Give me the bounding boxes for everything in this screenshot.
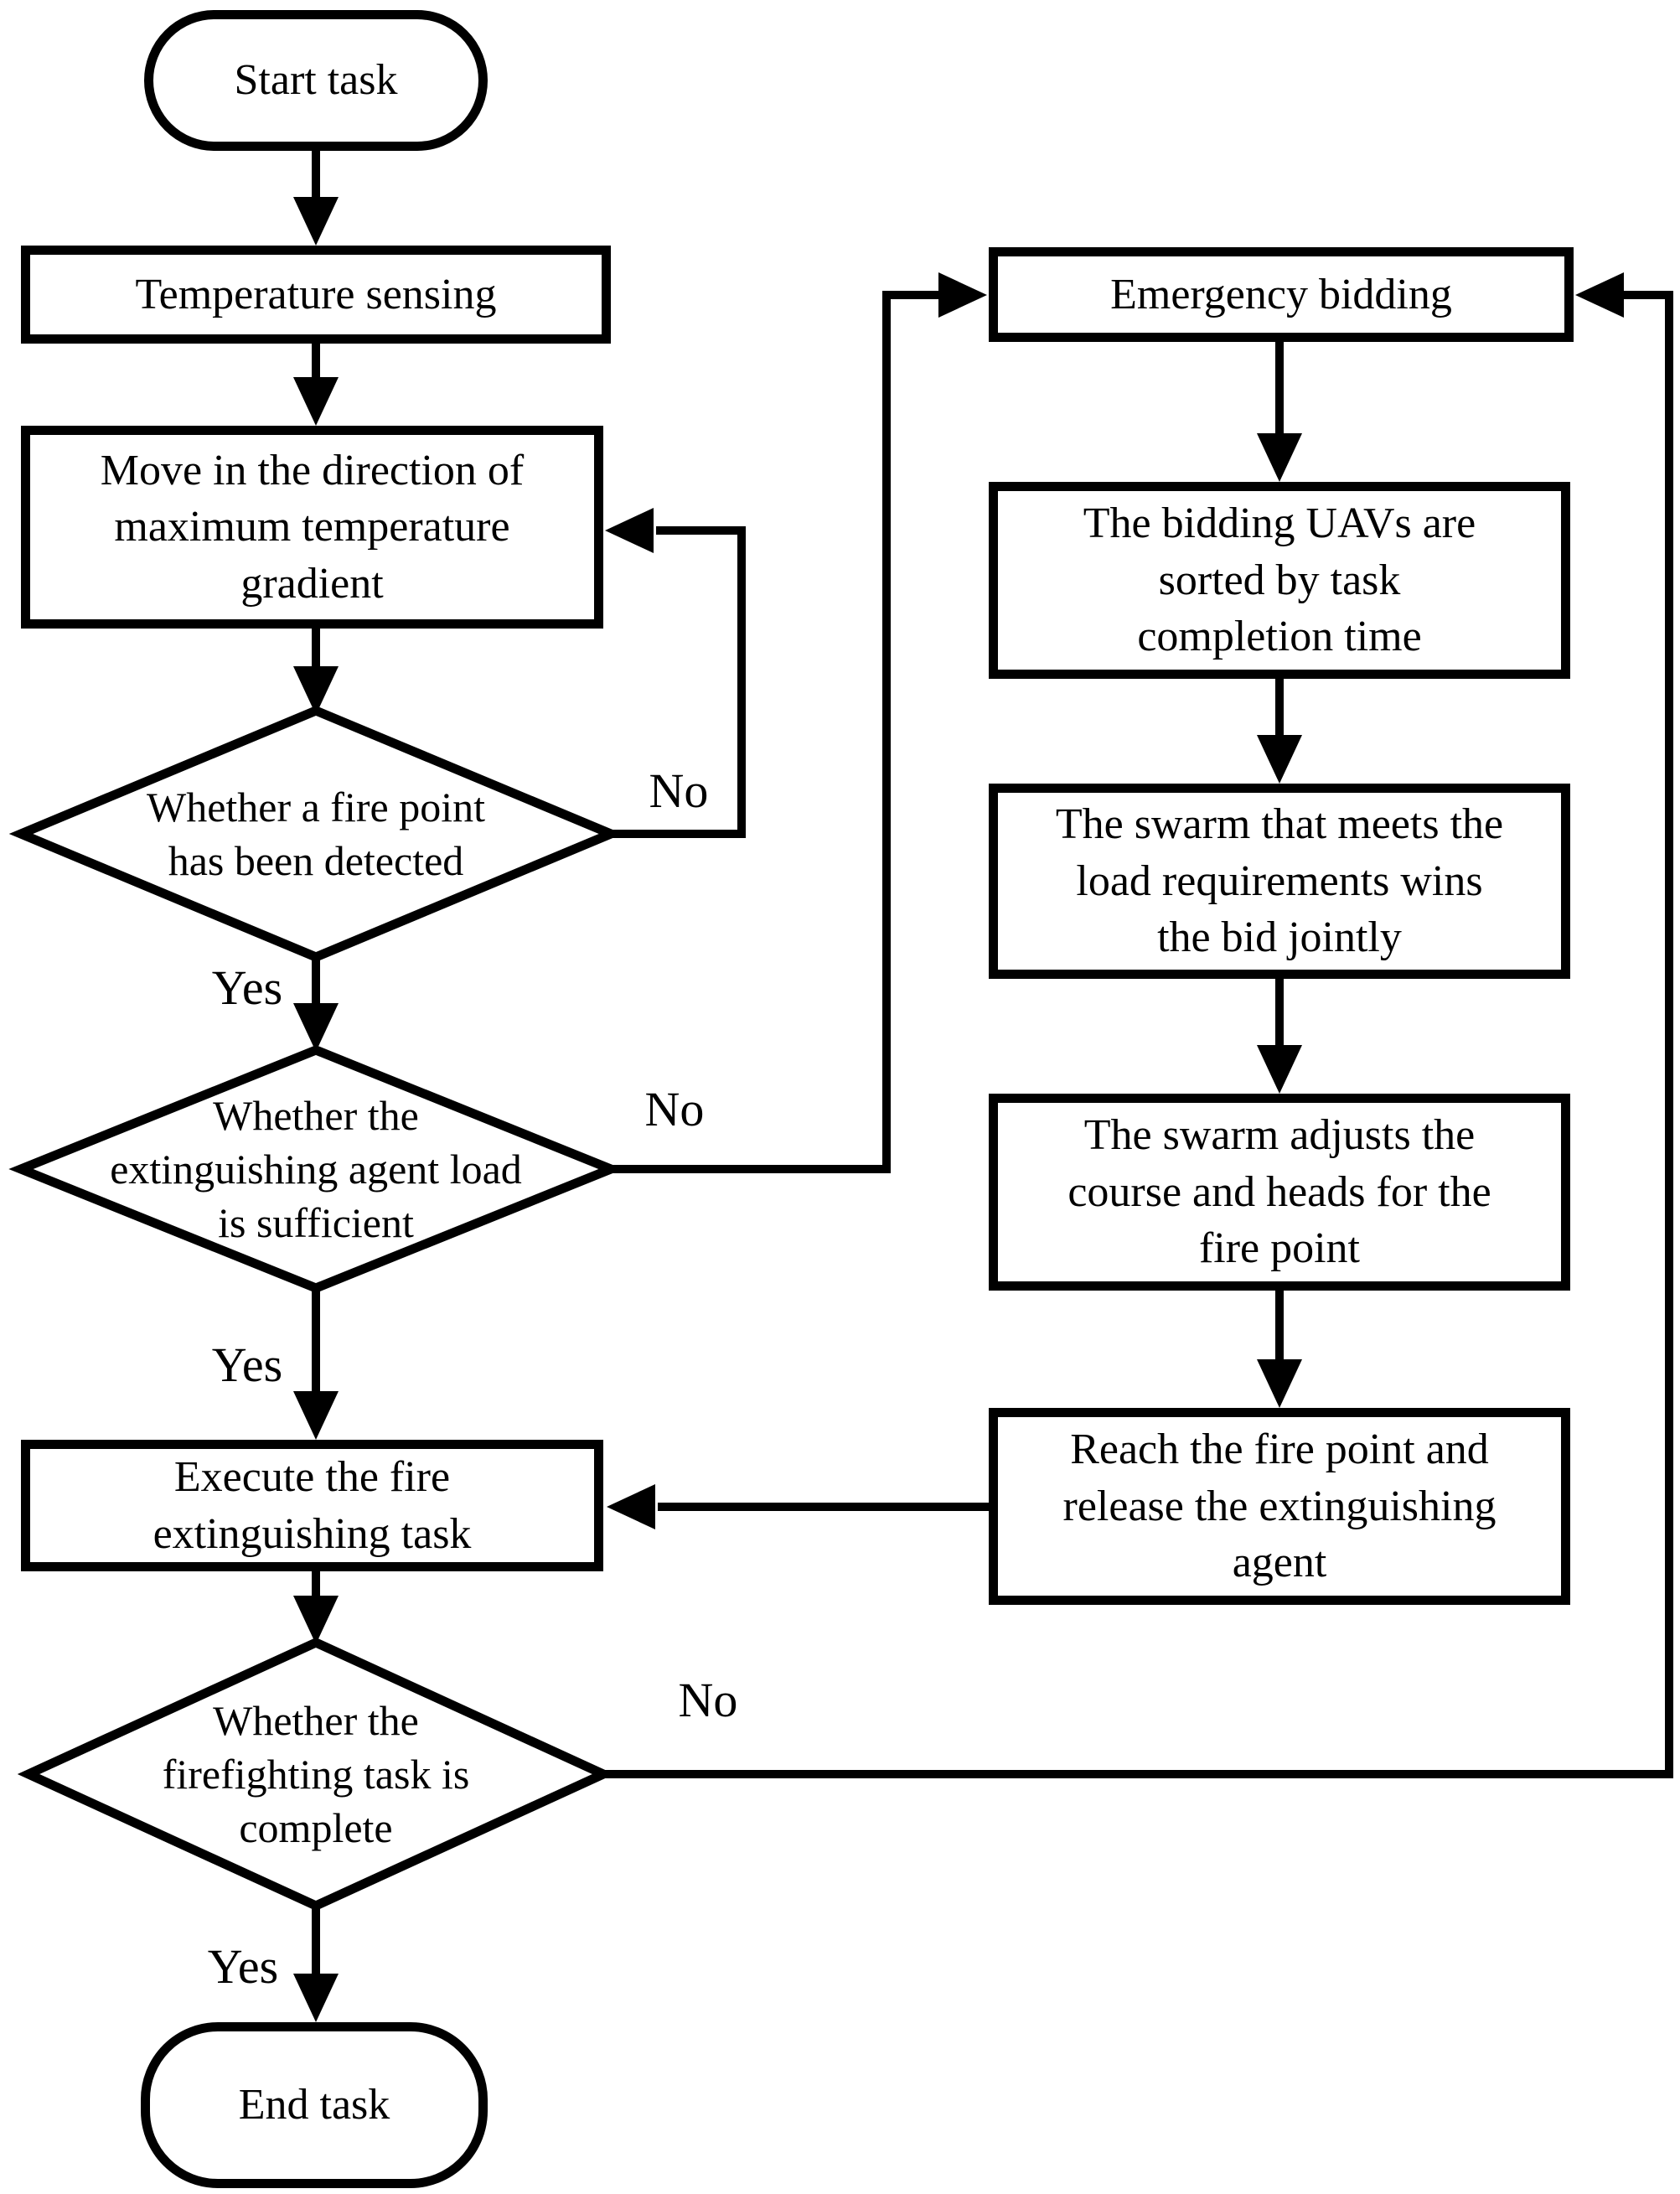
decision-task-complete-shape <box>17 1637 615 1912</box>
node-label: End task <box>238 2081 390 2129</box>
node-end-task: End task <box>141 2022 488 2188</box>
edge-label-task-complete-yes: Yes <box>207 1939 279 1994</box>
node-label: Reach the fire point and release the ext… <box>1062 1426 1496 1587</box>
node-label: Whether a fire point has been detected <box>147 784 485 884</box>
node-execute-task: Execute the fire extinguishing task <box>21 1440 603 1571</box>
edge-label-fire-point-no: No <box>649 763 709 818</box>
node-label: Whether the extinguishing agent load is … <box>110 1092 522 1246</box>
arrowhead-right-icon <box>938 272 987 318</box>
edge-label-agent-load-yes: Yes <box>211 1338 283 1392</box>
node-label: Emergency bidding <box>1110 270 1452 318</box>
node-swarm-adjusts: The swarm adjusts the course and heads f… <box>989 1094 1570 1291</box>
arrowhead-down-icon <box>1257 1359 1302 1408</box>
node-label: Move in the direction of maximum tempera… <box>100 446 525 608</box>
node-label: Temperature sensing <box>135 270 497 318</box>
arrowhead-down-icon <box>1257 735 1302 784</box>
node-label: Start task <box>234 56 398 105</box>
arrowhead-down-icon <box>293 1974 339 2022</box>
edge-complete-no <box>603 291 1673 1778</box>
node-fire-point-detected: Whether a fire point has been detected <box>90 758 542 909</box>
edge-agentload-no <box>611 291 940 1173</box>
node-label: Execute the fire extinguishing task <box>152 1452 472 1558</box>
arrowhead-down-icon <box>293 666 339 715</box>
arrowhead-down-icon <box>293 197 339 246</box>
edge-label-agent-load-no: No <box>644 1082 705 1136</box>
arrowhead-down-icon <box>1257 1045 1302 1094</box>
edge-firepoint-no <box>611 526 746 838</box>
node-label: Whether the firefighting task is complet… <box>162 1697 470 1851</box>
arrowhead-down-icon <box>293 1596 339 1644</box>
node-reach-release: Reach the fire point and release the ext… <box>989 1408 1570 1605</box>
edge-label-fire-point-yes: Yes <box>211 960 283 1015</box>
node-swarm-wins: The swarm that meets the load requiremen… <box>989 784 1570 979</box>
arrowhead-down-icon <box>293 1003 339 1052</box>
arrowhead-down-icon <box>1257 433 1302 482</box>
node-label: The swarm that meets the load requiremen… <box>1055 800 1504 962</box>
decision-fire-point-shape <box>8 706 623 962</box>
node-move-gradient: Move in the direction of maximum tempera… <box>21 426 603 629</box>
decision-agent-load-shape <box>8 1045 623 1293</box>
arrowhead-down-icon <box>293 377 339 426</box>
node-temperature-sensing: Temperature sensing <box>21 246 611 344</box>
arrowhead-left-icon <box>605 508 654 553</box>
node-start-task: Start task <box>144 10 488 151</box>
node-label: The swarm adjusts the course and heads f… <box>1067 1111 1491 1273</box>
node-label: The bidding UAVs are sorted by task comp… <box>1083 499 1476 661</box>
arrowhead-left-icon <box>607 1484 655 1529</box>
node-emergency-bidding: Emergency bidding <box>989 247 1574 342</box>
arrowhead-left-icon <box>1575 272 1624 318</box>
edge-label-task-complete-no: No <box>678 1673 738 1727</box>
node-agent-load-sufficient: Whether the extinguishing agent load is … <box>73 1081 559 1257</box>
arrowhead-down-icon <box>293 1391 339 1440</box>
node-task-complete: Whether the firefighting task is complet… <box>106 1676 525 1872</box>
node-sort-uavs: The bidding UAVs are sorted by task comp… <box>989 482 1570 679</box>
